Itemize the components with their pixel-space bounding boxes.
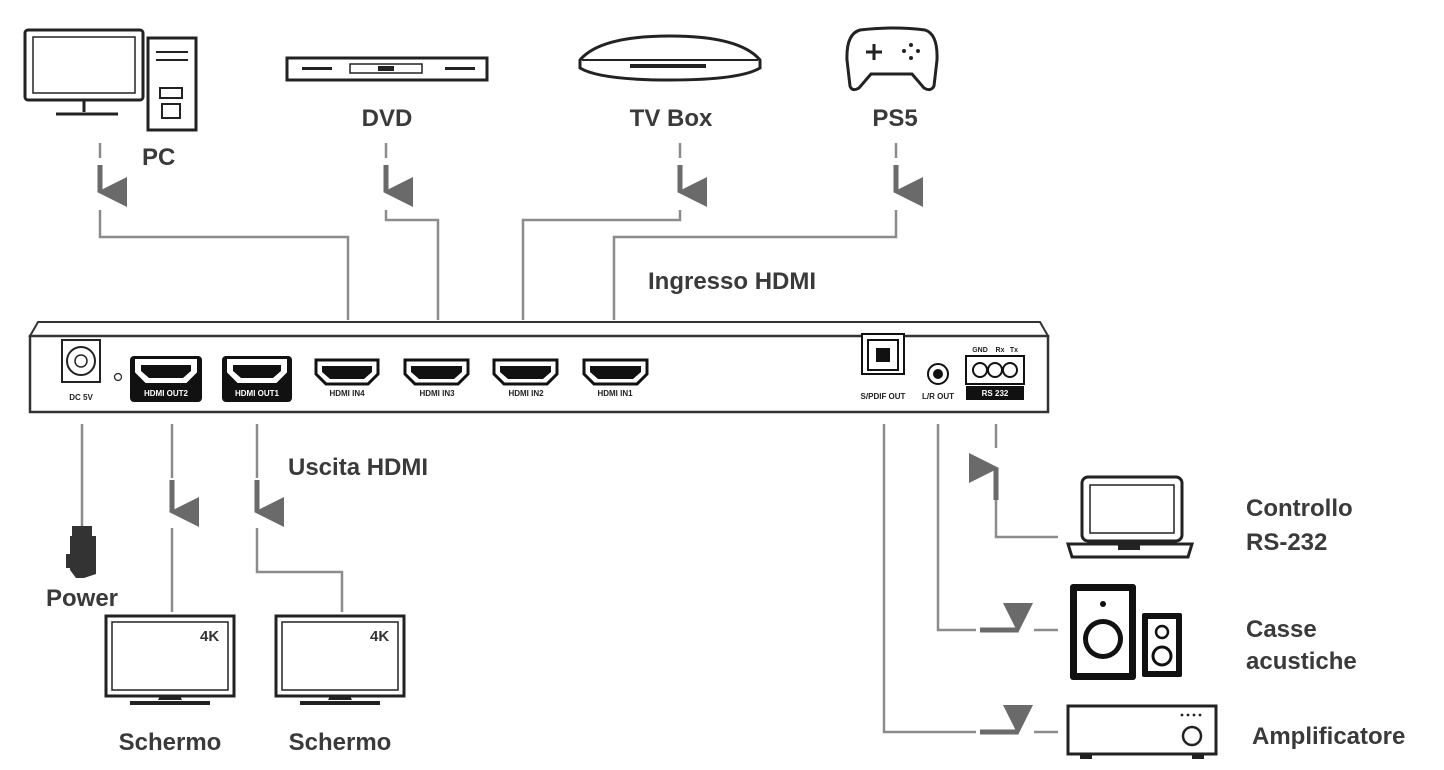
hdmi-in1-port <box>582 358 649 386</box>
hdmi-in3-port <box>403 358 470 386</box>
hdmi-in4-port <box>314 358 380 386</box>
power-label: Power <box>46 585 118 612</box>
input-wires <box>97 143 923 320</box>
pc-icon <box>23 28 198 132</box>
rs232-terminal: GND Rx Tx RS 232 <box>965 347 1025 400</box>
input-label: Ingresso HDMI <box>648 268 816 295</box>
tv-box-label: TV Box <box>630 105 713 132</box>
speakers-label-line1: Casse <box>1246 616 1317 643</box>
rs232-control-label-line1: Controllo <box>1246 495 1353 522</box>
screen-2-icon: 4K <box>274 614 406 705</box>
tv-box-icon <box>578 34 762 82</box>
hdmi-in2-label: HDMI IN2 <box>508 389 544 398</box>
screen-1-icon: 4K <box>104 614 236 705</box>
hdmi-in2-port <box>492 358 559 386</box>
pc-label: PC <box>142 144 175 171</box>
amplifier-icon <box>1066 704 1218 759</box>
screen-2-label: Schermo <box>289 729 392 756</box>
spdif-label: S/PDIF OUT <box>861 392 906 401</box>
amplifier-label: Amplificatore <box>1252 723 1405 750</box>
dc-power-port <box>61 339 101 383</box>
ps5-label: PS5 <box>872 105 917 132</box>
hdmi-in4-label: HDMI IN4 <box>329 389 365 398</box>
gnd-label: GND <box>972 347 988 354</box>
status-led <box>113 372 123 382</box>
hdmi-matrix-device: DC 5V HDMI OUT2 HDMI OUT1 HDMI IN4 HDMI … <box>28 321 1050 414</box>
ps5-controller-icon <box>845 26 939 92</box>
speakers-icon <box>1070 584 1182 680</box>
dvd-label: DVD <box>362 105 413 132</box>
hdmi-in3-label: HDMI IN3 <box>419 389 455 398</box>
dc-port-label: DC 5V <box>69 393 93 402</box>
tx-label: Tx <box>1010 347 1018 354</box>
screen-1-4k-badge: 4K <box>200 628 219 645</box>
lr-out-label: L/R OUT <box>922 392 954 401</box>
output-label: Uscita HDMI <box>288 454 428 481</box>
laptop-icon <box>1065 475 1195 559</box>
hdmi-in1-label: HDMI IN1 <box>597 389 633 398</box>
screen-1-label: Schermo <box>119 729 222 756</box>
lr-audio-jack <box>927 363 949 385</box>
dvd-icon <box>285 56 489 82</box>
screen-2-4k-badge: 4K <box>370 628 389 645</box>
hdmi-out2-label: HDMI OUT2 <box>144 389 189 398</box>
rx-label: Rx <box>996 347 1005 354</box>
hdmi-out1-label: HDMI OUT1 <box>235 389 280 398</box>
output-wires <box>80 424 1058 735</box>
rs232-control-label-line2: RS-232 <box>1246 529 1327 556</box>
rs232-port-label: RS 232 <box>982 389 1009 398</box>
power-adapter-icon <box>66 526 96 578</box>
hdmi-out2-port: HDMI OUT2 <box>130 356 202 402</box>
speakers-label-line2: acustiche <box>1246 648 1357 675</box>
spdif-port <box>861 333 905 375</box>
hdmi-out1-port: HDMI OUT1 <box>222 356 292 402</box>
